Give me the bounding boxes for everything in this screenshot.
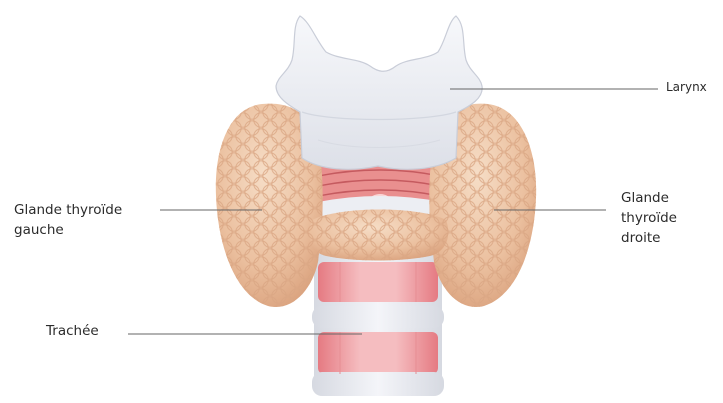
trachea-label: Trachée: [46, 322, 99, 340]
trachea-gap: [312, 372, 444, 396]
trachea-ring: [318, 332, 438, 374]
right-lobe-label-line2: thyroïde: [621, 208, 721, 228]
left-thyroid-lobe-label: Glande thyroïde gauche: [14, 200, 189, 240]
left-lobe-label-line1: Glande thyroïde: [14, 200, 189, 220]
thyroid-isthmus: [309, 210, 448, 261]
larynx: [276, 16, 482, 169]
trachea: [312, 248, 444, 396]
trachea-gap: [312, 306, 444, 328]
trachea-ring: [318, 262, 438, 302]
right-lobe-label-line3: droite: [621, 228, 721, 248]
trachea-label-text: Trachée: [46, 323, 99, 339]
isthmus-cells: [309, 210, 448, 261]
right-lobe-label-line1: Glande: [621, 188, 721, 208]
larynx-label: Larynx: [666, 78, 707, 96]
thyroid-cartilage: [276, 16, 482, 169]
left-lobe-label-line2: gauche: [14, 220, 189, 240]
larynx-label-text: Larynx: [666, 80, 707, 94]
right-thyroid-lobe-label: Glande thyroïde droite: [621, 188, 721, 248]
